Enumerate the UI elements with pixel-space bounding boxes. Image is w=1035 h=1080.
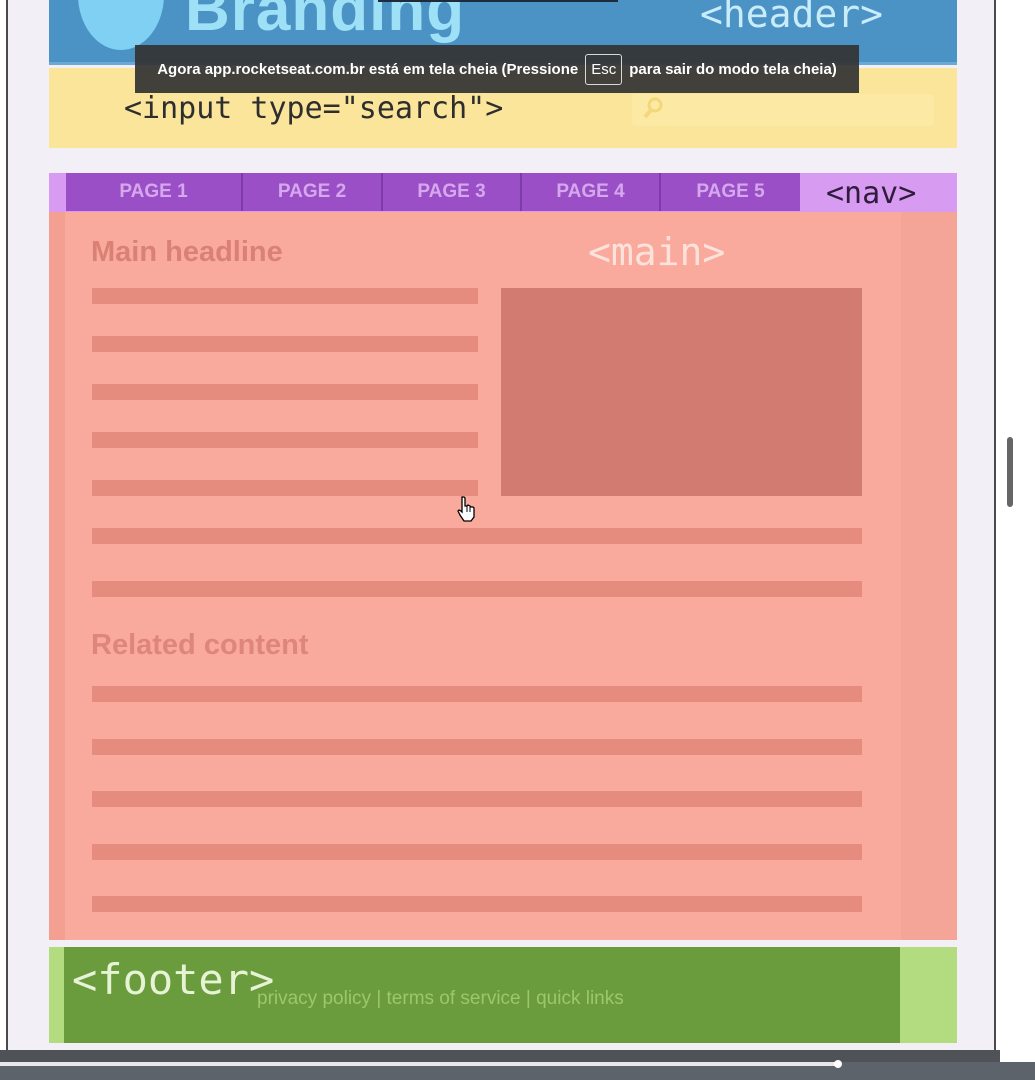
footer-content-area	[64, 947, 900, 1043]
text-line-placeholder	[92, 896, 862, 912]
fullscreen-message-start: Agora app.rocketseat.com.br está em tela…	[157, 60, 579, 78]
text-line-placeholder	[92, 384, 478, 400]
footer-tag-label: <footer>	[72, 955, 275, 1004]
search-icon	[643, 97, 663, 119]
branding-text: Branding	[185, 0, 466, 44]
fullscreen-notification: Agora app.rocketseat.com.br está em tela…	[135, 45, 859, 93]
nav-tab-page-2: PAGE 2	[243, 173, 383, 211]
fullscreen-message-end: para sair do modo tela cheia)	[629, 60, 837, 78]
esc-key-hint[interactable]: Esc	[585, 53, 623, 85]
header-top-strip	[378, 0, 618, 2]
text-line-placeholder	[92, 480, 478, 496]
device-frame-bottom	[0, 1050, 1000, 1062]
text-line-placeholder	[92, 336, 478, 352]
text-line-placeholder	[92, 528, 862, 544]
nav-tab-page-4: PAGE 4	[522, 173, 661, 211]
nav-tabs: PAGE 1 PAGE 2 PAGE 3 PAGE 4 PAGE 5	[66, 173, 800, 211]
header-tag-label: <header>	[700, 0, 884, 36]
text-line-placeholder	[92, 432, 478, 448]
video-progress-track[interactable]	[0, 1062, 1035, 1080]
text-line-placeholder	[92, 581, 862, 597]
nav-tag-label: <nav>	[826, 176, 917, 211]
nav-tab-page-1: PAGE 1	[66, 173, 243, 211]
video-progress-handle[interactable]	[834, 1060, 842, 1068]
search-code-label: <input type="search">	[124, 91, 504, 126]
text-line-placeholder	[92, 739, 862, 755]
nav-tab-page-5: PAGE 5	[661, 173, 800, 211]
main-left-strip	[49, 212, 65, 940]
text-line-placeholder	[92, 791, 862, 807]
video-progress-fill	[0, 1062, 838, 1066]
text-line-placeholder	[92, 288, 478, 304]
main-tag-label: <main>	[588, 230, 726, 274]
search-field-graphic	[632, 94, 934, 126]
footer-links: privacy policy | terms of service | quic…	[257, 988, 624, 1009]
main-headline: Main headline	[91, 236, 283, 268]
scrollbar-thumb[interactable]	[1007, 437, 1013, 507]
text-line-placeholder	[92, 686, 862, 702]
hand-cursor-icon	[457, 496, 475, 522]
text-line-placeholder	[92, 844, 862, 860]
nav-tab-page-3: PAGE 3	[383, 173, 522, 211]
image-placeholder	[501, 288, 862, 496]
related-content-heading: Related content	[91, 629, 309, 661]
